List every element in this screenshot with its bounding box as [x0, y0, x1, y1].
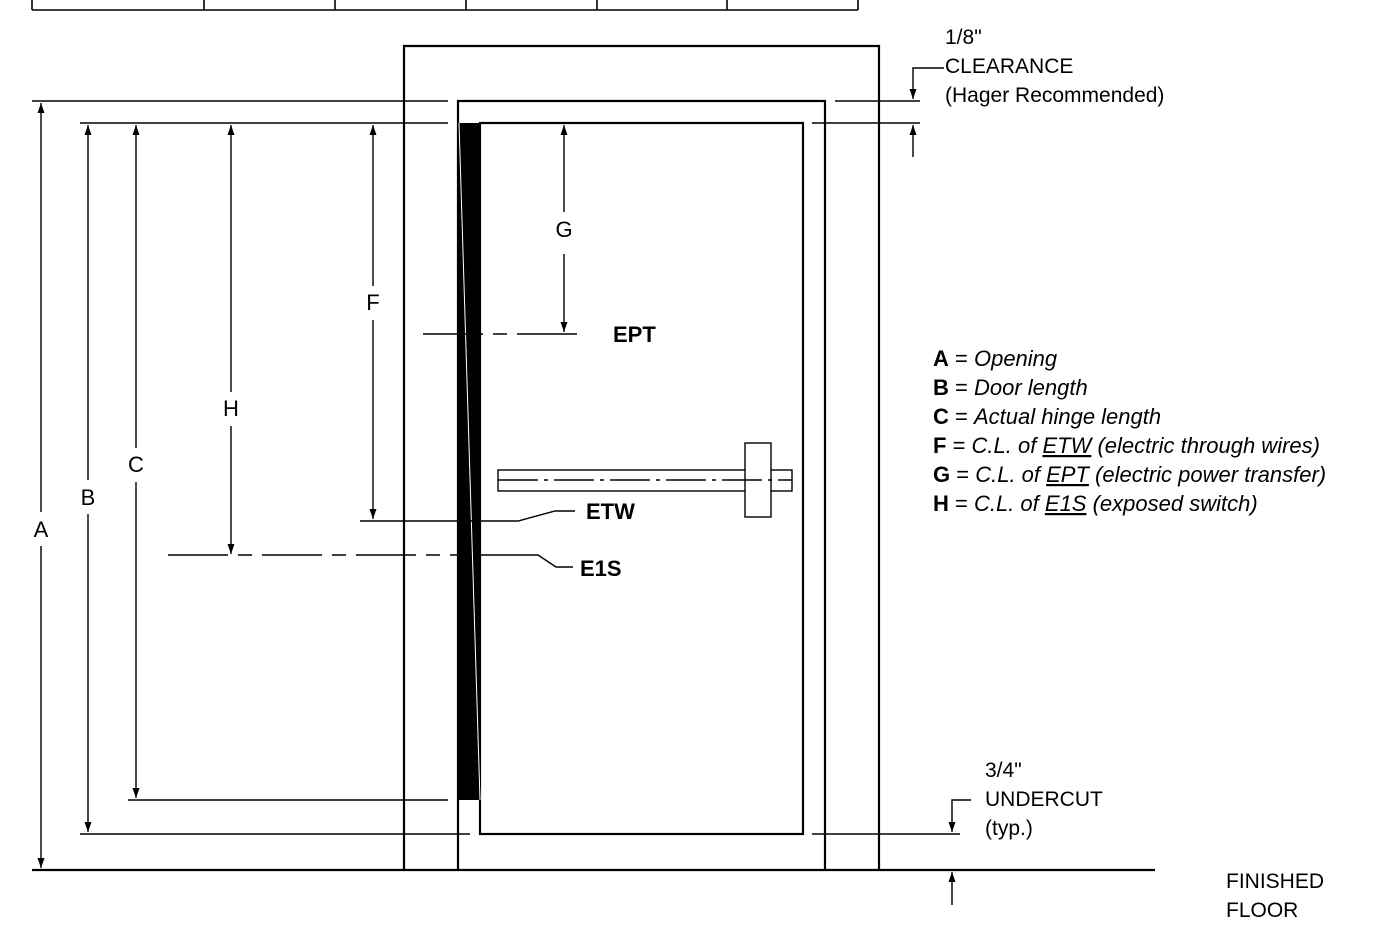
exit-device	[497, 442, 793, 518]
clearance-callout: 1/8" CLEARANCE (Hager Recommended)	[945, 26, 1164, 107]
tag-e1s: E1S	[580, 556, 622, 581]
legend: A = Opening B = Door length C = Actual h…	[933, 346, 1326, 516]
svg-text:CLEARANCE: CLEARANCE	[945, 55, 1073, 78]
svg-text:UNDERCUT: UNDERCUT	[985, 788, 1103, 811]
undercut-callout: 3/4" UNDERCUT (typ.)	[985, 759, 1103, 840]
undercut-arrows	[948, 799, 971, 905]
legend-row-b: B = Door length	[933, 375, 1088, 400]
legend-row-g: G = C.L. of EPT (electric power transfer…	[933, 462, 1326, 487]
legend-row-c: C = Actual hinge length	[933, 404, 1161, 429]
legend-row-a: A = Opening	[933, 346, 1058, 371]
dim-label-g: G	[555, 217, 572, 242]
dimension-lines	[37, 103, 568, 868]
svg-text:1/8": 1/8"	[945, 26, 982, 49]
dim-label-c: C	[128, 452, 144, 477]
frame-stop	[456, 99, 827, 870]
svg-text:FLOOR: FLOOR	[1226, 899, 1298, 922]
legend-row-h: H = C.L. of E1S (exposed switch)	[933, 491, 1258, 516]
hinge-swing-line	[458, 122, 481, 801]
tag-etw: ETW	[586, 499, 635, 524]
table-remnant	[31, 0, 859, 11]
dim-label-f: F	[366, 290, 379, 315]
extension-lines	[32, 100, 960, 835]
door-frame	[402, 44, 881, 870]
svg-text:3/4": 3/4"	[985, 759, 1022, 782]
etw-leader	[480, 510, 575, 522]
centerline-leaders	[168, 333, 586, 568]
clearance-arrows	[909, 67, 944, 157]
dim-label-h: H	[223, 396, 239, 421]
e1s-leader	[480, 554, 573, 568]
svg-text:(typ.): (typ.)	[985, 817, 1033, 840]
dim-label-b: B	[81, 485, 96, 510]
tag-ept: EPT	[613, 322, 656, 347]
svg-text:FINISHED: FINISHED	[1226, 870, 1324, 893]
dim-label-a: A	[34, 517, 49, 542]
svg-text:(Hager Recommended): (Hager Recommended)	[945, 84, 1164, 107]
legend-row-f: F = C.L. of ETW (electric through wires)	[933, 433, 1320, 458]
finished-floor-label: FINISHED FLOOR	[1226, 870, 1324, 922]
